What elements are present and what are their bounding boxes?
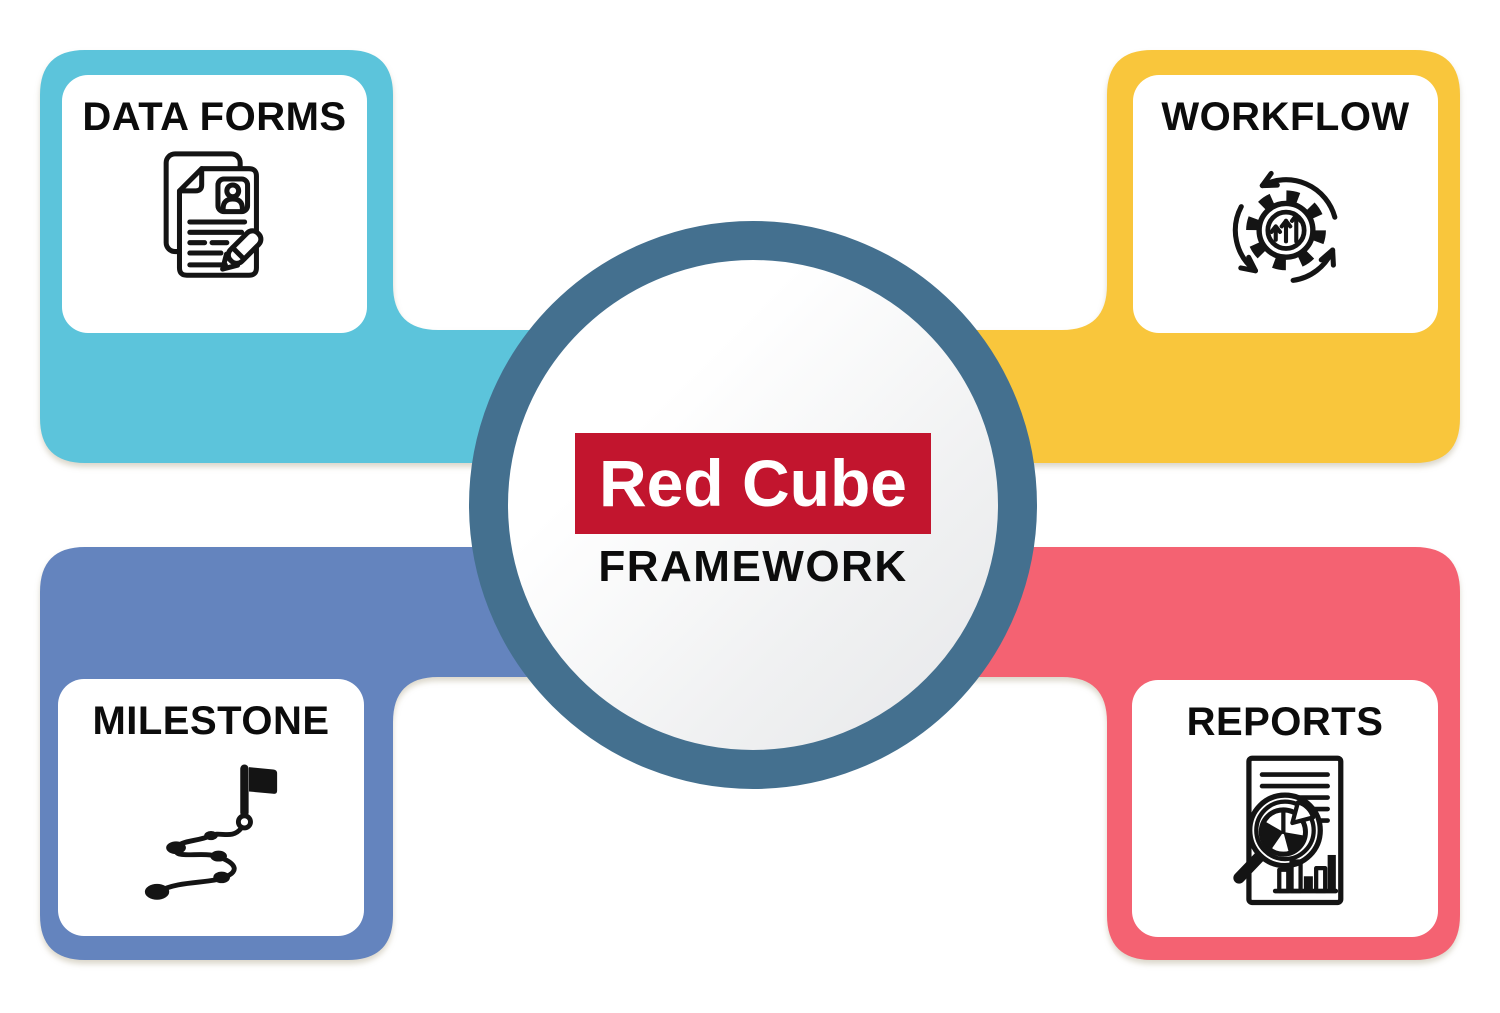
red-cube-badge-label: Red Cube (598, 446, 908, 520)
reports-title: REPORTS (1186, 700, 1384, 744)
gear-sync-icon (1207, 145, 1365, 308)
center-circle: Red Cube FRAMEWORK (469, 221, 1037, 789)
framework-label: FRAMEWORK (598, 541, 908, 591)
form-document-icon (141, 145, 289, 298)
red-cube-badge: Red Cube (574, 432, 932, 534)
report-magnifier-icon (1203, 750, 1367, 919)
data-forms-title: DATA FORMS (82, 95, 347, 139)
data-forms-card: DATA FORMS (62, 75, 367, 333)
reports-card: REPORTS (1132, 680, 1438, 937)
workflow-card: WORKFLOW (1133, 75, 1438, 333)
flag-route-icon (135, 755, 287, 912)
workflow-title: WORKFLOW (1161, 95, 1410, 139)
milestone-title: MILESTONE (92, 699, 330, 743)
milestone-card: MILESTONE (58, 679, 364, 936)
